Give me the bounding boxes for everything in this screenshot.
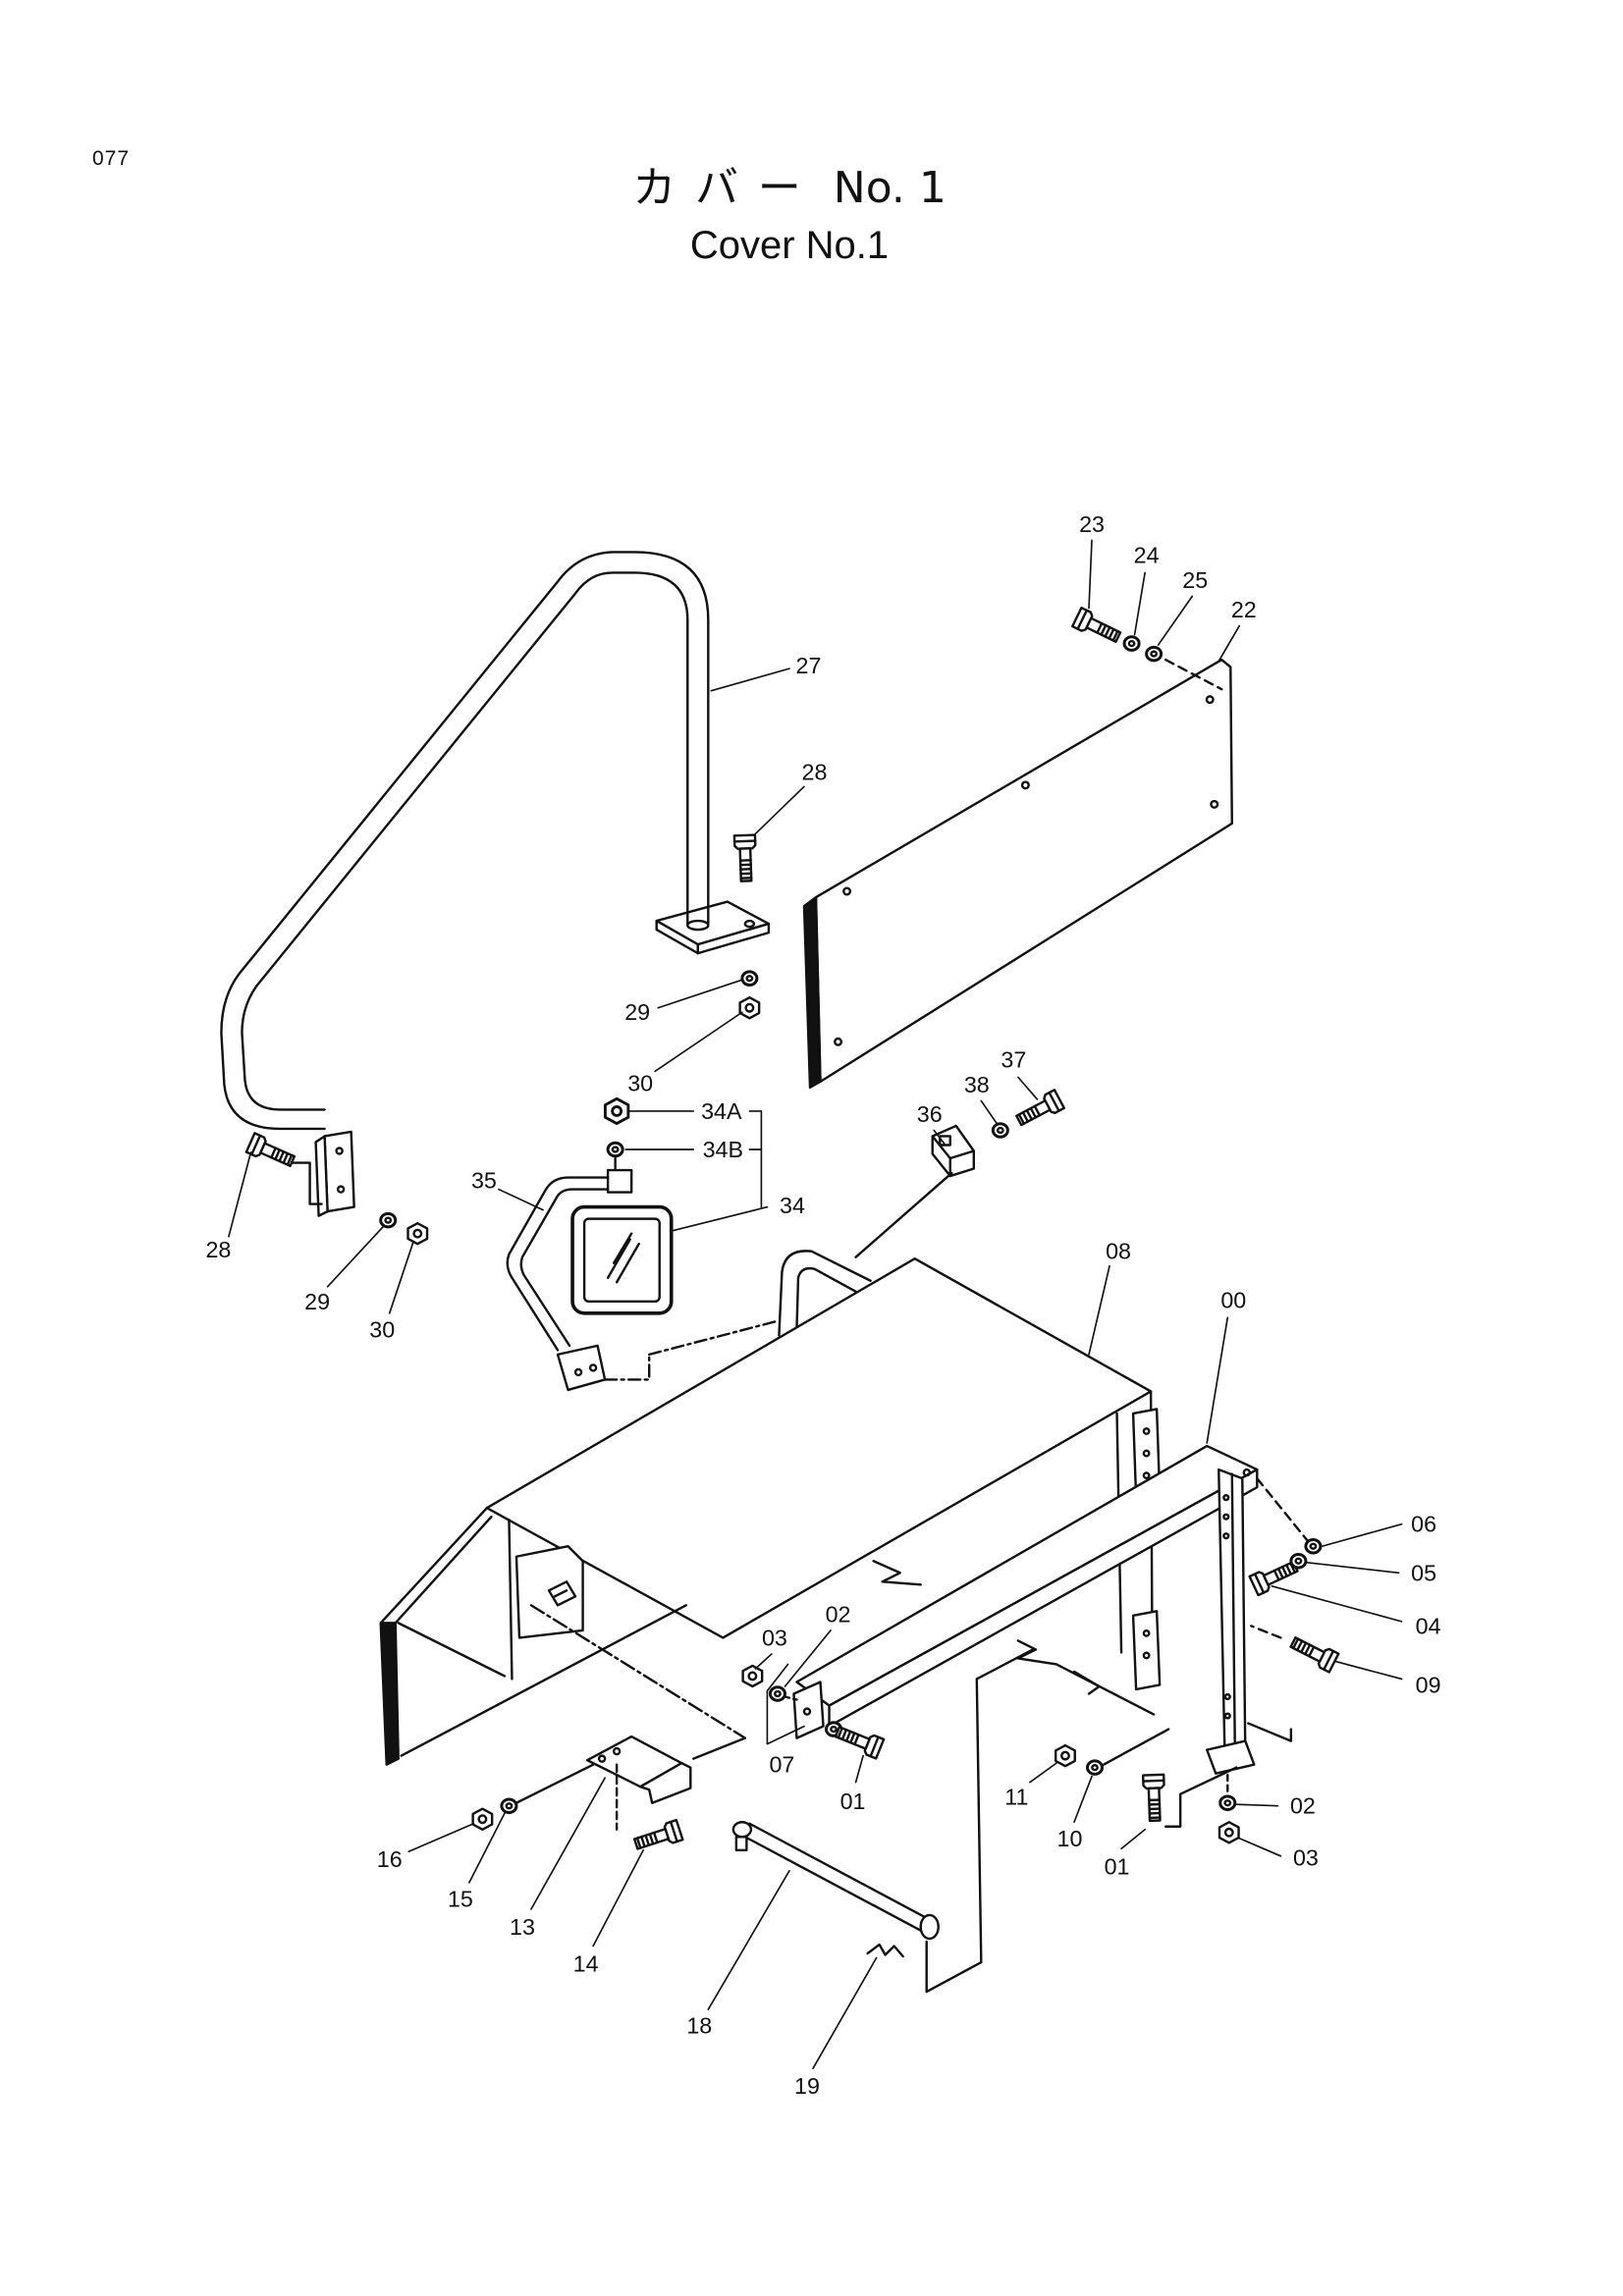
nut-30-upper	[738, 996, 761, 1020]
callout-05: 05	[1411, 1560, 1436, 1585]
callout-03-right: 03	[1293, 1844, 1319, 1870]
callout-23: 23	[1079, 511, 1105, 537]
bolt-37	[1012, 1089, 1066, 1131]
washer-15	[500, 1797, 518, 1814]
callout-10: 10	[1057, 1826, 1083, 1851]
callout-28-upper: 28	[802, 759, 828, 784]
washer-02-right	[1218, 1794, 1237, 1811]
callout-19: 19	[794, 2073, 820, 2099]
assembly-line-13b	[692, 1736, 747, 1760]
callout-29-left: 29	[304, 1289, 330, 1314]
callout-07: 07	[769, 1752, 794, 1778]
bolt-28-upper	[732, 833, 758, 883]
bolt-01-right	[1141, 1773, 1167, 1823]
callout-06: 06	[1411, 1512, 1436, 1537]
callout-35: 35	[471, 1168, 497, 1194]
nut-11	[1054, 1743, 1076, 1768]
pin-19	[866, 1943, 904, 1958]
handrail-tube	[220, 551, 710, 1131]
nut-30-left	[406, 1221, 429, 1246]
handrail-bracket	[289, 1130, 355, 1217]
callout-24: 24	[1134, 542, 1160, 567]
assembly-line-25	[1163, 658, 1223, 691]
callout-37: 37	[1001, 1046, 1026, 1072]
bolt-14	[631, 1818, 684, 1855]
callout-15: 15	[448, 1886, 473, 1911]
nut-03-right	[1217, 1821, 1240, 1844]
callout-09: 09	[1416, 1672, 1441, 1697]
washer-05	[1289, 1552, 1308, 1570]
callout-29-upper: 29	[624, 999, 650, 1025]
assembly-line-10	[1102, 1728, 1170, 1766]
callout-11: 11	[1004, 1785, 1028, 1810]
callout-13: 13	[510, 1914, 535, 1940]
stay-rod-18	[731, 1648, 1035, 1994]
washer-06	[1304, 1537, 1323, 1555]
washer-25	[1145, 645, 1163, 663]
callout-30-upper: 30	[627, 1070, 653, 1095]
callout-34b: 34B	[703, 1137, 743, 1162]
assembly-line-01	[1163, 1766, 1238, 1828]
callout-28-left: 28	[205, 1237, 231, 1262]
washer-24	[1122, 635, 1141, 652]
assembly-line-15	[514, 1763, 595, 1804]
mirror-head-34	[570, 1204, 674, 1315]
callout-02-right: 02	[1290, 1793, 1316, 1819]
washer-29-upper	[740, 970, 759, 987]
callout-01-left: 01	[840, 1789, 866, 1814]
callout-00: 00	[1220, 1287, 1246, 1312]
washer-02-left	[768, 1685, 786, 1702]
callout-30-left: 30	[369, 1316, 395, 1342]
callout-04: 04	[1416, 1613, 1441, 1638]
washer-34b	[606, 1141, 624, 1158]
bolt-28-left	[244, 1132, 298, 1172]
callout-18: 18	[686, 2013, 712, 2039]
callout-labels: 23 24 25 22 27 28 29 30 34A 34B 34 35 36…	[205, 511, 1440, 2099]
title-japanese: カバー	[632, 163, 821, 213]
callout-02-left: 02	[826, 1601, 851, 1627]
page-subtitle: Cover No.1	[689, 224, 890, 267]
frame-00	[792, 1444, 1309, 1795]
callout-38: 38	[964, 1072, 990, 1097]
title-number: No. 1	[833, 163, 947, 213]
washer-29-left	[379, 1211, 398, 1229]
leader-lines	[228, 539, 1403, 2070]
callout-14: 14	[573, 1951, 599, 1977]
callout-34a: 34A	[701, 1098, 742, 1124]
assembly-line-02	[784, 1695, 798, 1701]
bracket-13	[585, 1735, 692, 1831]
callout-34: 34	[780, 1193, 805, 1218]
bolt-01-left	[832, 1721, 886, 1760]
nut-16	[471, 1807, 494, 1831]
bolt-09	[1287, 1631, 1340, 1674]
cover-box-08	[379, 1171, 1162, 1766]
washer-38	[991, 1122, 1009, 1139]
callout-01-right: 01	[1105, 1853, 1130, 1879]
nut-34a	[603, 1096, 630, 1125]
nut-03-left	[741, 1664, 764, 1688]
callout-25: 25	[1182, 567, 1208, 593]
callout-27: 27	[796, 653, 822, 678]
callout-16: 16	[377, 1846, 403, 1872]
cover-panel-22	[802, 658, 1233, 1090]
latch-36	[931, 1124, 976, 1178]
washer-10	[1086, 1759, 1105, 1776]
page-number: 077	[92, 147, 131, 170]
bolt-23	[1071, 606, 1124, 648]
callout-22: 22	[1231, 597, 1257, 622]
callout-36: 36	[917, 1101, 943, 1127]
callout-03-left: 03	[762, 1625, 787, 1650]
handrail-base-plate	[655, 900, 771, 955]
assembly-line-13	[529, 1604, 747, 1739]
mirror-arm-35	[506, 1168, 633, 1392]
callout-08: 08	[1106, 1239, 1131, 1264]
